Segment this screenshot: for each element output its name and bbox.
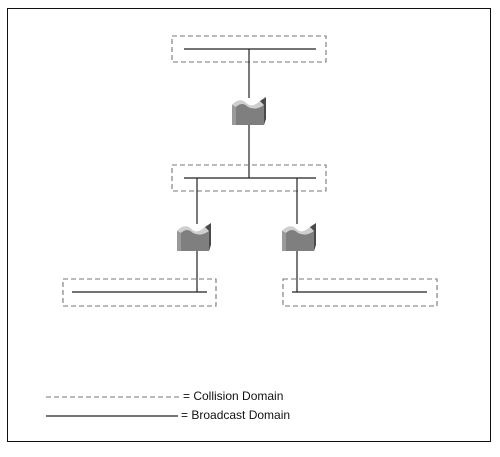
collision-domain-bottom-left <box>62 278 217 307</box>
bridge-right-icon <box>282 223 316 251</box>
legend-broadcast-label: = Broadcast Domain <box>181 408 291 422</box>
bridge-top-icon <box>232 97 266 125</box>
legend-collision-label: = Collision Domain <box>183 389 284 403</box>
diagram-frame <box>7 8 491 442</box>
collision-domain-bottom-right <box>282 278 438 307</box>
collision-domain-middle <box>171 164 327 192</box>
bridge-left-icon <box>177 223 211 251</box>
